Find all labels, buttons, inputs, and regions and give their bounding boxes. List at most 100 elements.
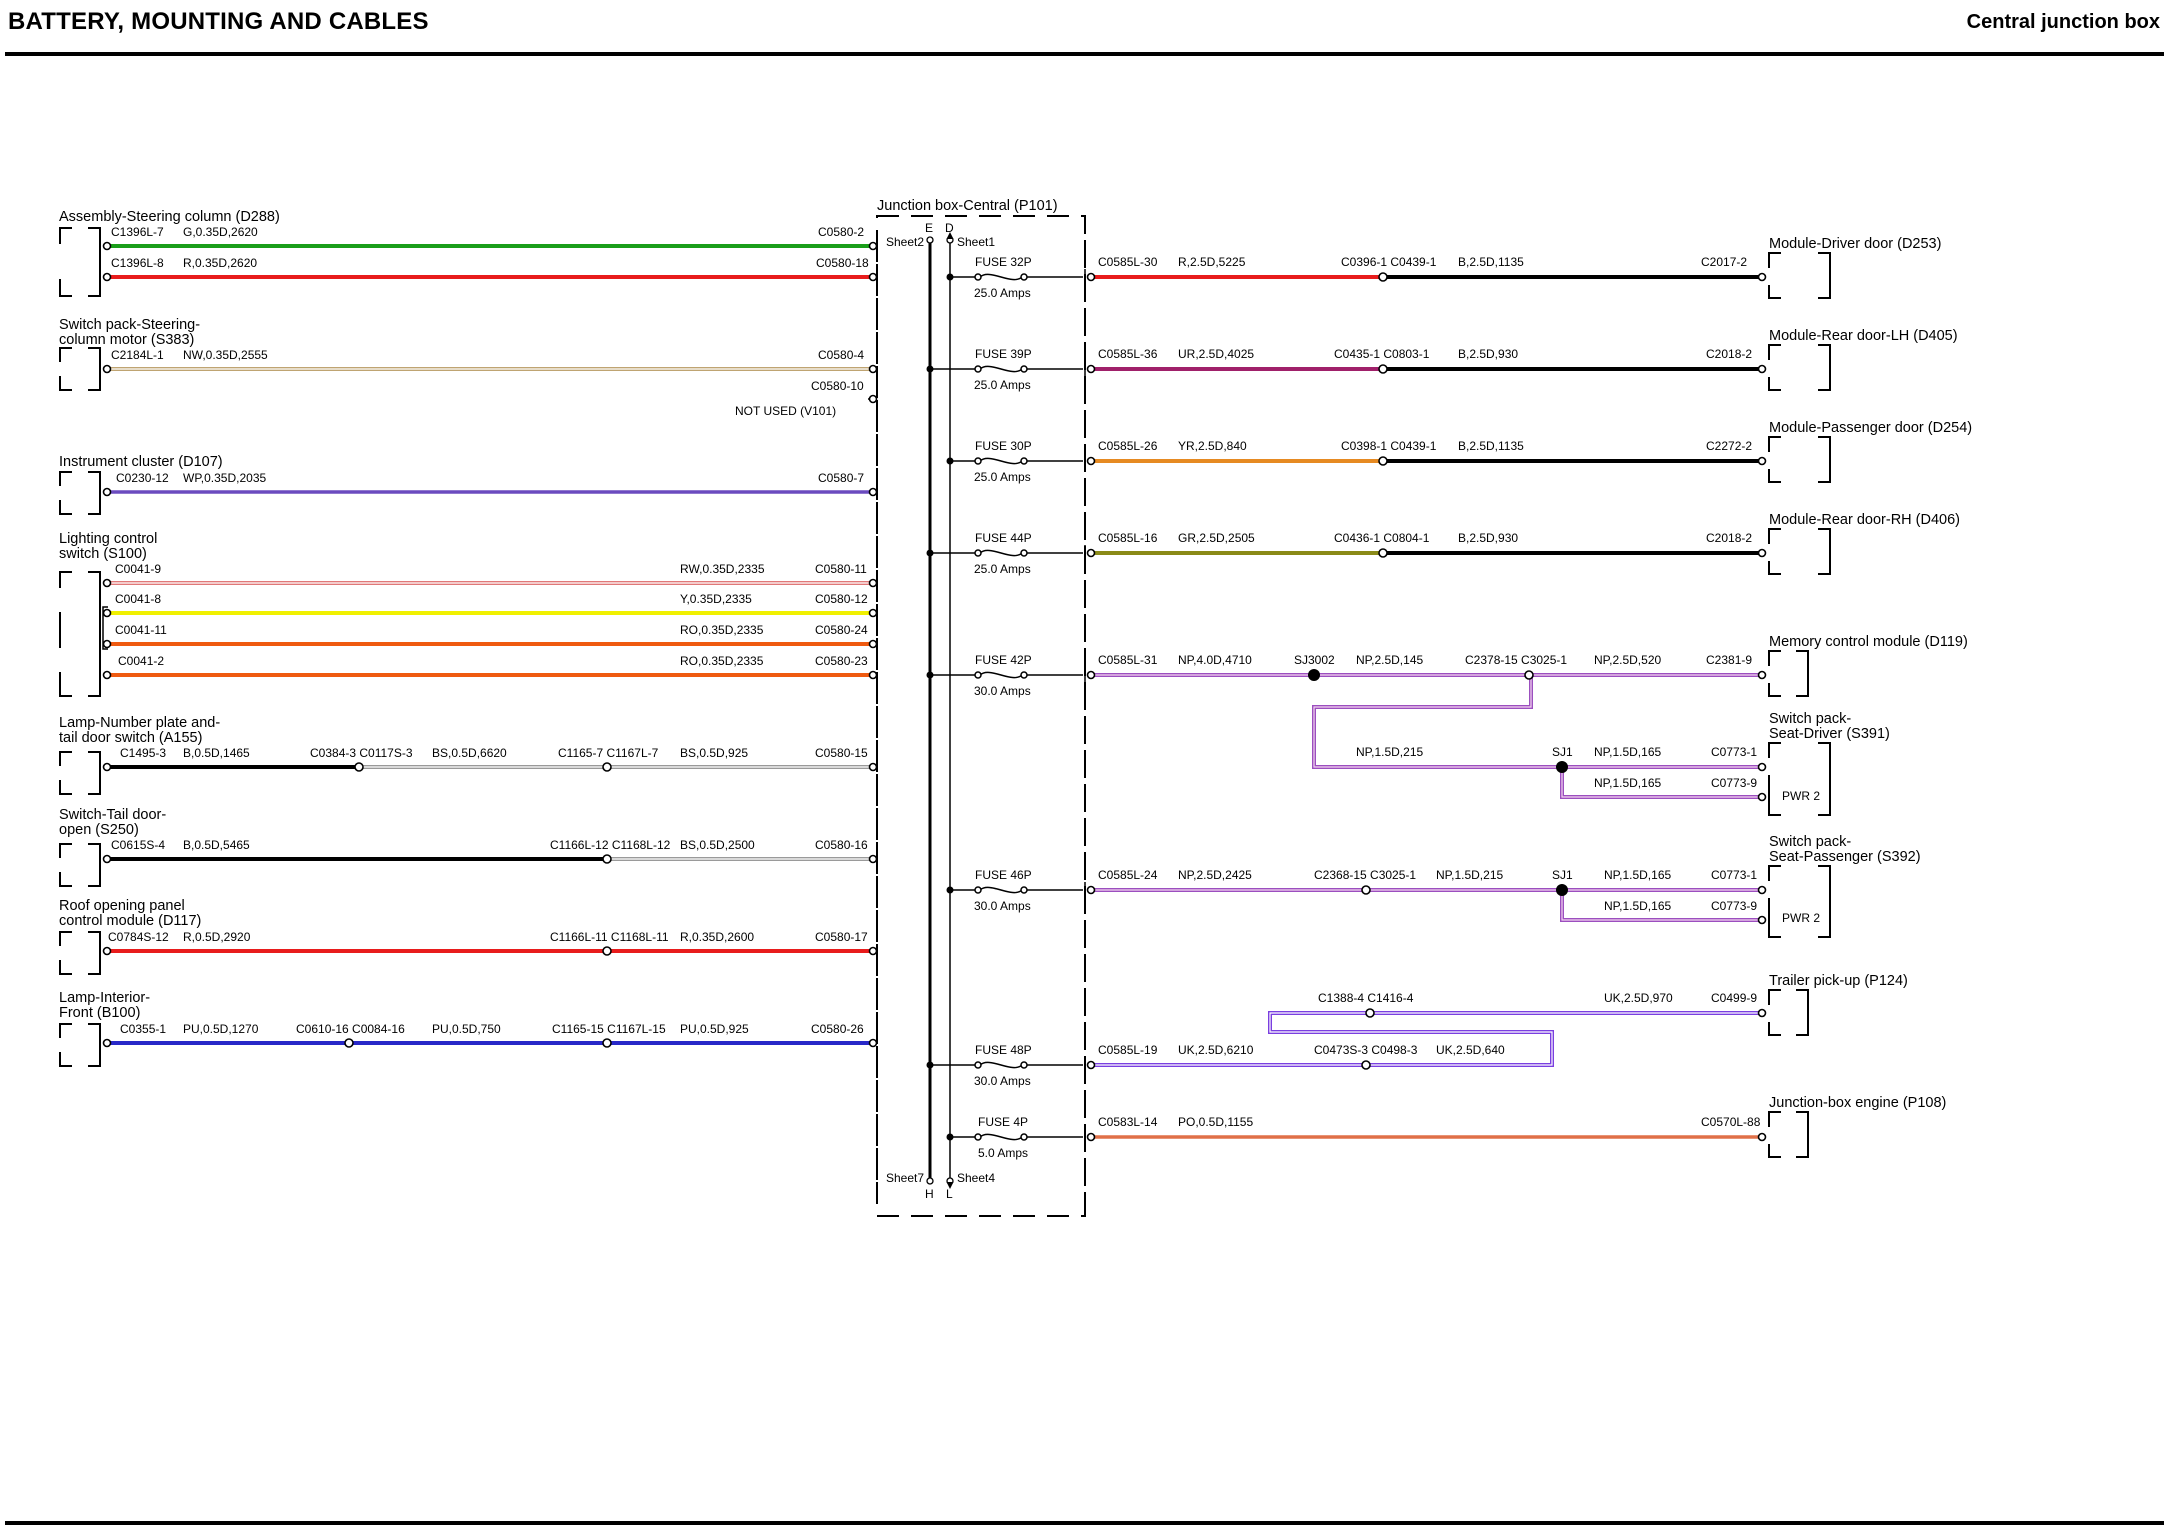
page-header: BATTERY, MOUNTING AND CABLES Central jun… xyxy=(0,0,2168,56)
label-c1166l-12: C1166L-12 C1168L-12 xyxy=(550,838,671,852)
terminal-c0580-26 xyxy=(868,1038,878,1048)
fuse-48p-label: FUSE 48P xyxy=(975,1043,1032,1057)
label-c2381-9: C2381-9 xyxy=(1706,653,1752,667)
terminal-c0580-24 xyxy=(868,639,878,649)
right-bracket-d119 xyxy=(1768,650,1809,697)
label-sj3002: SJ3002 xyxy=(1294,653,1335,667)
label-c0580-23: C0580-23 xyxy=(815,654,868,668)
label-c0384-3: C0384-3 C0117S-3 xyxy=(310,746,413,760)
label-spec-np-520: NP,2.5D,520 xyxy=(1594,653,1661,667)
terminal-c0580-12 xyxy=(868,608,878,618)
label-spec-bs-6620: BS,0.5D,6620 xyxy=(432,746,507,760)
fuse-44p-label: FUSE 44P xyxy=(975,531,1032,545)
right-bracket-s392 xyxy=(1768,865,1831,938)
label-c1396l-7: C1396L-7 xyxy=(111,225,164,239)
terminal-c0580-18 xyxy=(868,272,878,282)
label-sj1-b: SJ1 xyxy=(1552,868,1573,882)
label-spec-np-165-b: NP,1.5D,165 xyxy=(1594,776,1661,790)
label-c1388-4: C1388-4 C1416-4 xyxy=(1318,991,1414,1005)
label-c0580-15: C0580-15 xyxy=(815,746,868,760)
terminal-c0773-1-driver xyxy=(1757,762,1767,772)
component-d254: Module-Passenger door (D254) xyxy=(1769,420,1972,436)
inline-connector-c0473s-c0498 xyxy=(1361,1060,1371,1070)
label-spec-ur-4025: UR,2.5D,4025 xyxy=(1178,347,1254,361)
terminal-c0580-4 xyxy=(868,364,878,374)
sheet-ref-top-right: Sheet1 xyxy=(957,235,995,249)
label-c1165-15: C1165-15 C1167L-15 xyxy=(552,1022,666,1036)
right-bracket-p124 xyxy=(1768,989,1809,1036)
terminal-c0773-9-driver xyxy=(1757,792,1767,802)
label-spec-b-930-b: B,2.5D,930 xyxy=(1458,531,1518,545)
splice-sj1-passenger xyxy=(1556,884,1568,896)
label-c0041-11: C0041-11 xyxy=(115,623,167,637)
fuse-30p-label: FUSE 30P xyxy=(975,439,1032,453)
component-d253: Module-Driver door (D253) xyxy=(1769,236,1941,252)
fuses xyxy=(930,276,1083,1138)
label-c0773-1-b: C0773-1 xyxy=(1711,868,1757,882)
component-s250-line2: open (S250) xyxy=(59,822,139,838)
label-c2378-15: C2378-15 C3025-1 xyxy=(1465,653,1567,667)
component-d117: Roof opening panel xyxy=(59,898,185,914)
terminal-c0585l-30 xyxy=(1086,272,1096,282)
label-spec-r-5225: R,2.5D,5225 xyxy=(1178,255,1246,269)
label-spec-uk-970: UK,2.5D,970 xyxy=(1604,991,1673,1005)
label-c1165-7: C1165-7 C1167L-7 xyxy=(558,746,659,760)
fuse-32p-rating: 25.0 Amps xyxy=(974,286,1031,300)
component-s250: Switch-Tail door- xyxy=(59,807,166,823)
sheet-ref-top-left: Sheet2 xyxy=(886,235,924,249)
terminal-c0585l-16 xyxy=(1086,548,1096,558)
terminal-c0784s-12 xyxy=(102,946,112,956)
component-p108: Junction-box engine (P108) xyxy=(1769,1095,1946,1111)
label-c0580-4: C0580-4 xyxy=(818,348,864,362)
component-s391: Switch pack- xyxy=(1769,711,1851,727)
terminal-c0580-11 xyxy=(868,578,878,588)
fuse-30p-pin-b xyxy=(1020,457,1028,465)
label-c0580-11: C0580-11 xyxy=(815,562,867,576)
bottom-rule xyxy=(5,1521,2164,1525)
terminal-c2017-2 xyxy=(1757,272,1767,282)
component-d107: Instrument cluster (D107) xyxy=(59,454,223,470)
label-c0580-2: C0580-2 xyxy=(818,225,864,239)
bus-label-h: H xyxy=(925,1187,934,1201)
bus-label-e: E xyxy=(925,221,933,235)
terminal-c0355-1 xyxy=(102,1038,112,1048)
label-c2018-2-b: C2018-2 xyxy=(1706,531,1752,545)
left-bracket-s383 xyxy=(59,347,101,391)
label-c0355-1: C0355-1 xyxy=(120,1022,166,1036)
bus-label-d: D xyxy=(945,221,954,235)
label-spec-np-215-a: NP,1.5D,215 xyxy=(1356,745,1423,759)
label-c2017-2: C2017-2 xyxy=(1701,255,1747,269)
fuse-4p-pin-a xyxy=(974,1133,982,1141)
bus-d-arrow xyxy=(946,232,954,239)
fuse-48p-icon xyxy=(979,1061,1023,1069)
top-rule xyxy=(5,52,2164,56)
bus-node-30p xyxy=(946,457,954,465)
right-bracket-d406 xyxy=(1768,528,1831,575)
label-sj1-a: SJ1 xyxy=(1552,745,1573,759)
left-bracket-d117 xyxy=(59,931,101,975)
inline-connector-c1165-c1167l-7 xyxy=(602,762,612,772)
fuse-4p-icon xyxy=(979,1133,1023,1141)
fuse-42p-rating: 30.0 Amps xyxy=(974,684,1031,698)
terminal-c0580-7 xyxy=(868,487,878,497)
label-c0585l-19: C0585L-19 xyxy=(1098,1043,1158,1057)
fuse-46p-pin-a xyxy=(974,886,982,894)
terminal-c0230-12 xyxy=(102,487,112,497)
label-c0398-1: C0398-1 C0439-1 xyxy=(1341,439,1437,453)
fuse-39p-icon xyxy=(979,365,1023,373)
component-b100-line2: Front (B100) xyxy=(59,1005,140,1021)
label-spec-np-4710: NP,4.0D,4710 xyxy=(1178,653,1252,667)
bus-node-32p xyxy=(946,273,954,281)
label-c0041-2: C0041-2 xyxy=(118,654,164,668)
inline-connector-c2378-c3025 xyxy=(1524,670,1534,680)
right-bracket-s391 xyxy=(1768,742,1831,816)
label-spec-y: Y,0.35D,2335 xyxy=(680,592,752,606)
label-spec-r: R,0.35D,2620 xyxy=(183,256,257,270)
label-spec-np-165-a: NP,1.5D,165 xyxy=(1594,745,1661,759)
label-c0585l-26: C0585L-26 xyxy=(1098,439,1158,453)
fuse-39p-pin-a xyxy=(974,365,982,373)
component-s100: Lighting control xyxy=(59,531,157,547)
wire-c0498-3-loop xyxy=(1268,1011,1554,1067)
terminal-c0570l-88 xyxy=(1757,1132,1767,1142)
label-c0580-17: C0580-17 xyxy=(815,930,868,944)
